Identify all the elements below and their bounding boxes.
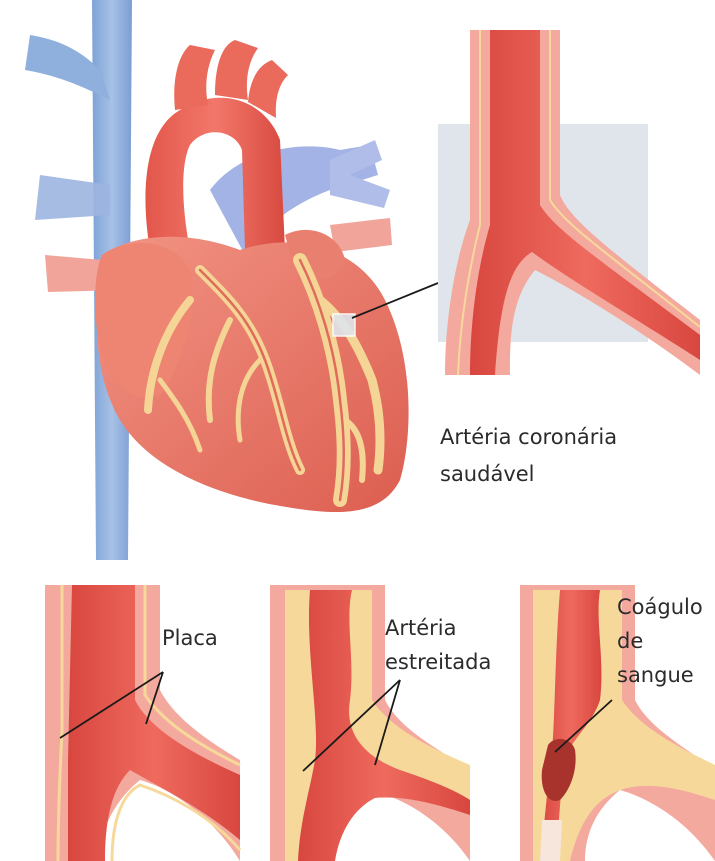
magnified-region-marker xyxy=(333,314,355,336)
narrowed-artery-label-line2: estreitada xyxy=(385,648,491,677)
healthy-artery-inset xyxy=(438,30,700,375)
plaque-label: Placa xyxy=(162,624,218,653)
heart-illustration xyxy=(25,0,438,560)
blood-clot-label-line1: Coágulo xyxy=(617,593,703,622)
healthy-artery-label-line2: saudável xyxy=(440,460,535,489)
narrowed-artery-label-line1: Artéria xyxy=(385,614,457,643)
healthy-artery-label-line1: Artéria coronária xyxy=(440,423,617,452)
artery3-distal-pale xyxy=(540,820,562,861)
blood-clot-label-line3: sangue xyxy=(617,661,694,690)
aorta xyxy=(145,98,285,250)
blood-clot-label-line2: de xyxy=(617,627,643,656)
